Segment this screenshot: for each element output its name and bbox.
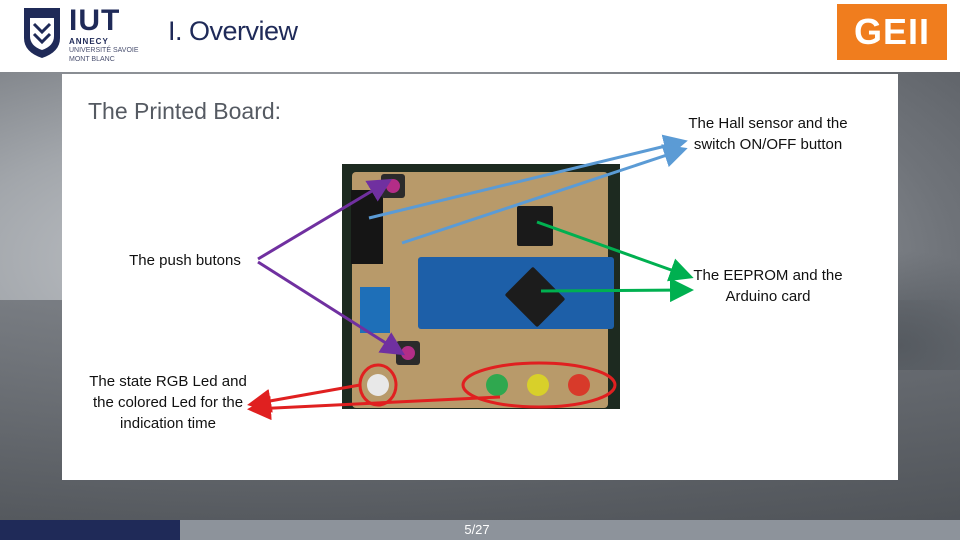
highlight-colored-leds: [461, 361, 617, 409]
arrow-push-button-bottom: [257, 260, 406, 356]
label-leds: The state RGB Led and the colored Led fo…: [89, 373, 247, 432]
arrow-hall-sensor: [368, 134, 688, 220]
page-number: 5/27: [464, 522, 490, 537]
logo-iut-text: IUT: [69, 4, 121, 37]
geii-logo: GEII: [837, 4, 947, 60]
arrow-push-button-top: [257, 178, 393, 261]
screw-terminal: [360, 287, 390, 333]
arrow-switch: [401, 144, 688, 245]
label-push-buttons: The push butons: [129, 252, 241, 269]
arrow-arduino: [540, 278, 694, 303]
arrow-eeprom: [536, 220, 694, 282]
label-eeprom-arduino: The EEPROM and the Arduino card: [693, 267, 843, 305]
label-hall-sensor: The Hall sensor and the switch ON/OFF bu…: [688, 115, 848, 153]
footer-accent: [0, 520, 180, 540]
logo-city: ANNECY: [69, 37, 109, 46]
iut-logo: IUT ANNECY UNIVERSITÉ SAVOIE MONT BLANC: [20, 4, 155, 66]
arrow-colored-leds: [247, 395, 501, 421]
arrow-rgb-led: [247, 383, 361, 413]
yellow-led: [527, 374, 549, 396]
on-off-switch: [351, 190, 383, 264]
slide-title: I. Overview: [168, 16, 298, 46]
green-led: [486, 374, 508, 396]
section-subtitle: The Printed Board:: [88, 98, 282, 124]
highlight-rgb-led: [358, 363, 398, 407]
rgb-state-led: [367, 374, 389, 396]
logo-university: UNIVERSITÉ SAVOIE MONT BLANC: [69, 47, 139, 63]
red-led: [568, 374, 590, 396]
shield-icon: [24, 8, 60, 58]
footer-bar: [180, 520, 960, 540]
slide-header: IUT ANNECY UNIVERSITÉ SAVOIE MONT BLANC …: [0, 0, 960, 72]
